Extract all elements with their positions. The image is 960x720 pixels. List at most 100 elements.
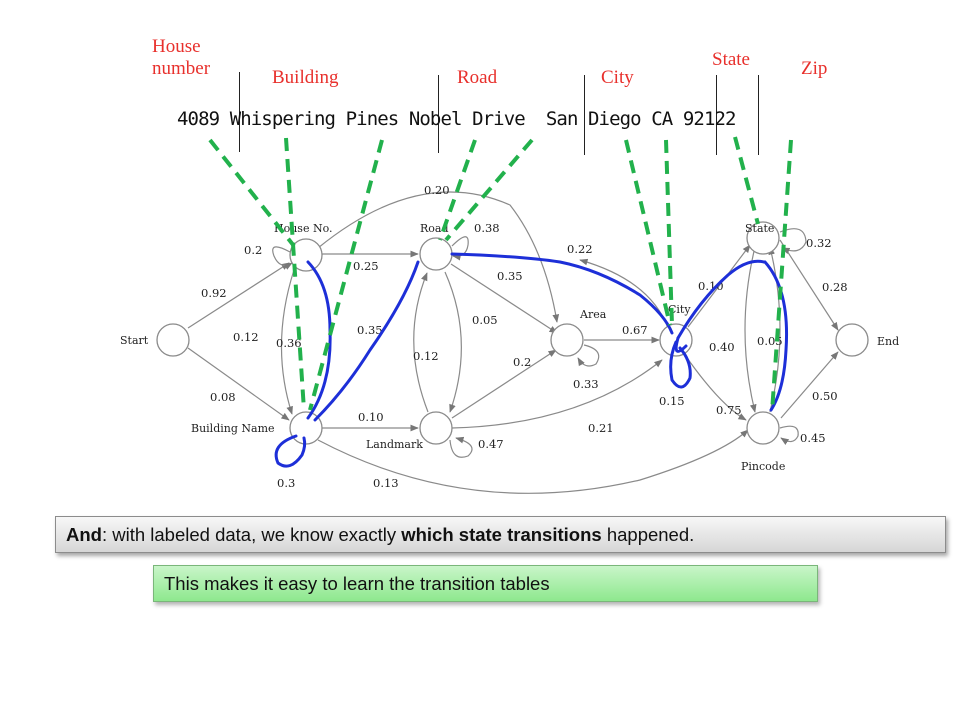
node-label-area: Area: [579, 308, 607, 321]
dash-state: [733, 136, 760, 225]
label-road: Road: [457, 67, 498, 88]
selfloop-road: [451, 236, 469, 261]
edge-labels: 0.2 0.92 0.25 0.12 0.08 0.36 0.35 0.20 0…: [201, 183, 848, 490]
edge-landmark-road: [413, 272, 429, 413]
elabel-landmark-city: 0.21: [588, 421, 614, 435]
separator-building: [438, 75, 439, 153]
dash-house-number: [208, 138, 296, 248]
node-label-start: Start: [120, 334, 149, 347]
elabel-landmark-self: 0.47: [478, 437, 504, 451]
elabel-area-self: 0.33: [573, 377, 599, 391]
state-nodes: [156, 221, 869, 445]
elabel-state-end: 0.28: [822, 280, 848, 294]
label-house-number-line2: number: [152, 58, 211, 79]
elabel-road-top: 0.20: [424, 183, 450, 197]
elabel-building-self: 0.3: [277, 476, 295, 490]
node-label-state: State: [745, 222, 774, 235]
path-building-to-road: [313, 260, 420, 422]
label-building: Building: [272, 67, 339, 88]
separator-city: [716, 75, 717, 155]
edge-city-state: [687, 244, 751, 328]
selfloop-landmark: [449, 436, 473, 458]
elabel-road-self: 0.38: [474, 221, 500, 235]
edge-house-area: [317, 191, 560, 323]
callout1-bold-mid: which state transitions: [401, 524, 602, 545]
label-house-number: House number: [152, 36, 210, 80]
elabel-landmark-road: 0.12: [413, 349, 439, 363]
node-label-house-no: House No.: [274, 222, 333, 235]
callout-state-transitions: And: with labeled data, we know exactly …: [55, 516, 946, 553]
edge-building-pincode: [317, 429, 749, 494]
labeled-state-path: [274, 252, 789, 468]
node-area: [550, 323, 584, 357]
elabel-road-landmark: 0.05: [472, 313, 498, 327]
elabel-road-city: 0.22: [567, 242, 593, 256]
path-state-to-pincode: [763, 260, 789, 412]
elabel-area-city: 0.67: [622, 323, 648, 337]
path-house-to-building: [306, 260, 332, 420]
separator-state: [758, 75, 759, 155]
selfloop-pincode: [779, 425, 799, 445]
transition-edges: [187, 191, 839, 494]
elabel-pincode-end: 0.50: [812, 389, 838, 403]
node-landmark: [419, 411, 453, 445]
elabel-house-road: 0.25: [353, 259, 379, 273]
node-end: [835, 323, 869, 357]
edge-road-area: [450, 263, 558, 334]
elabel-city-self: 0.15: [659, 394, 685, 408]
edge-pincode-end: [780, 351, 839, 419]
edge-state-end: [779, 239, 839, 331]
callout1-bold-prefix: And: [66, 524, 102, 545]
node-label-landmark: Landmark: [366, 438, 423, 451]
selfloop-state: [779, 228, 807, 255]
label-zip: Zip: [801, 58, 828, 79]
dash-city-1: [624, 139, 672, 326]
node-label-pincode: Pincode: [741, 460, 785, 473]
node-label-end: End: [877, 335, 899, 348]
address-text: 4089 Whispering Pines Nobel Drive San Di…: [177, 108, 736, 130]
callout1-text-b: happened.: [601, 524, 695, 545]
elabel-city-pincode: 0.75: [716, 403, 742, 417]
elabel-road-area: 0.35: [497, 269, 523, 283]
path-road-to-city: [450, 252, 674, 335]
edge-road-landmark: [444, 271, 462, 413]
elabel-start-house: 0.92: [201, 286, 227, 300]
dash-building-2: [308, 139, 384, 411]
dash-building-1: [284, 137, 306, 411]
edge-start-house: [187, 262, 290, 329]
path-city-to-state: [676, 259, 766, 340]
path-building-selfloop: [274, 434, 307, 468]
label-state: State: [712, 49, 750, 70]
node-label-city: City: [668, 303, 691, 316]
selfloop-house: [272, 246, 293, 270]
elabel-state-self: 0.32: [806, 236, 832, 250]
elabel-start-building: 0.12: [233, 330, 259, 344]
node-label-building-name: Building Name: [191, 422, 275, 435]
elabel-city-state: 0.10: [698, 279, 724, 293]
edge-city-pincode: [684, 354, 747, 421]
callout1-text-a: : with labeled data, we know exactly: [101, 524, 402, 545]
node-house-no: [289, 238, 323, 272]
elabel-house-self: 0.2: [244, 243, 262, 257]
mapping-lines: [208, 136, 793, 413]
node-pincode: [746, 411, 780, 445]
node-state: [746, 221, 780, 255]
node-start: [156, 323, 190, 357]
selfloop-area: [577, 344, 600, 367]
elabel-city-pincode-upper: 0.40: [709, 340, 735, 354]
elabel-building-pincode: 0.13: [373, 476, 399, 490]
callout2-text: This makes it easy to learn the transiti…: [164, 573, 550, 594]
node-labels: Start House No. Road State End Area City…: [120, 222, 899, 473]
elabel-landmark-area: 0.2: [513, 355, 531, 369]
elabel-building-landmark: 0.10: [358, 410, 384, 424]
dash-zip: [770, 139, 793, 413]
elabel-house-building: 0.36: [276, 336, 302, 350]
label-city: City: [601, 67, 634, 88]
edge-start-building: [187, 347, 290, 421]
edge-landmark-city: [451, 359, 663, 429]
dash-road-1: [438, 139, 477, 241]
node-road: [419, 237, 453, 271]
dash-city-2: [664, 139, 674, 326]
dash-road-2: [444, 138, 534, 242]
